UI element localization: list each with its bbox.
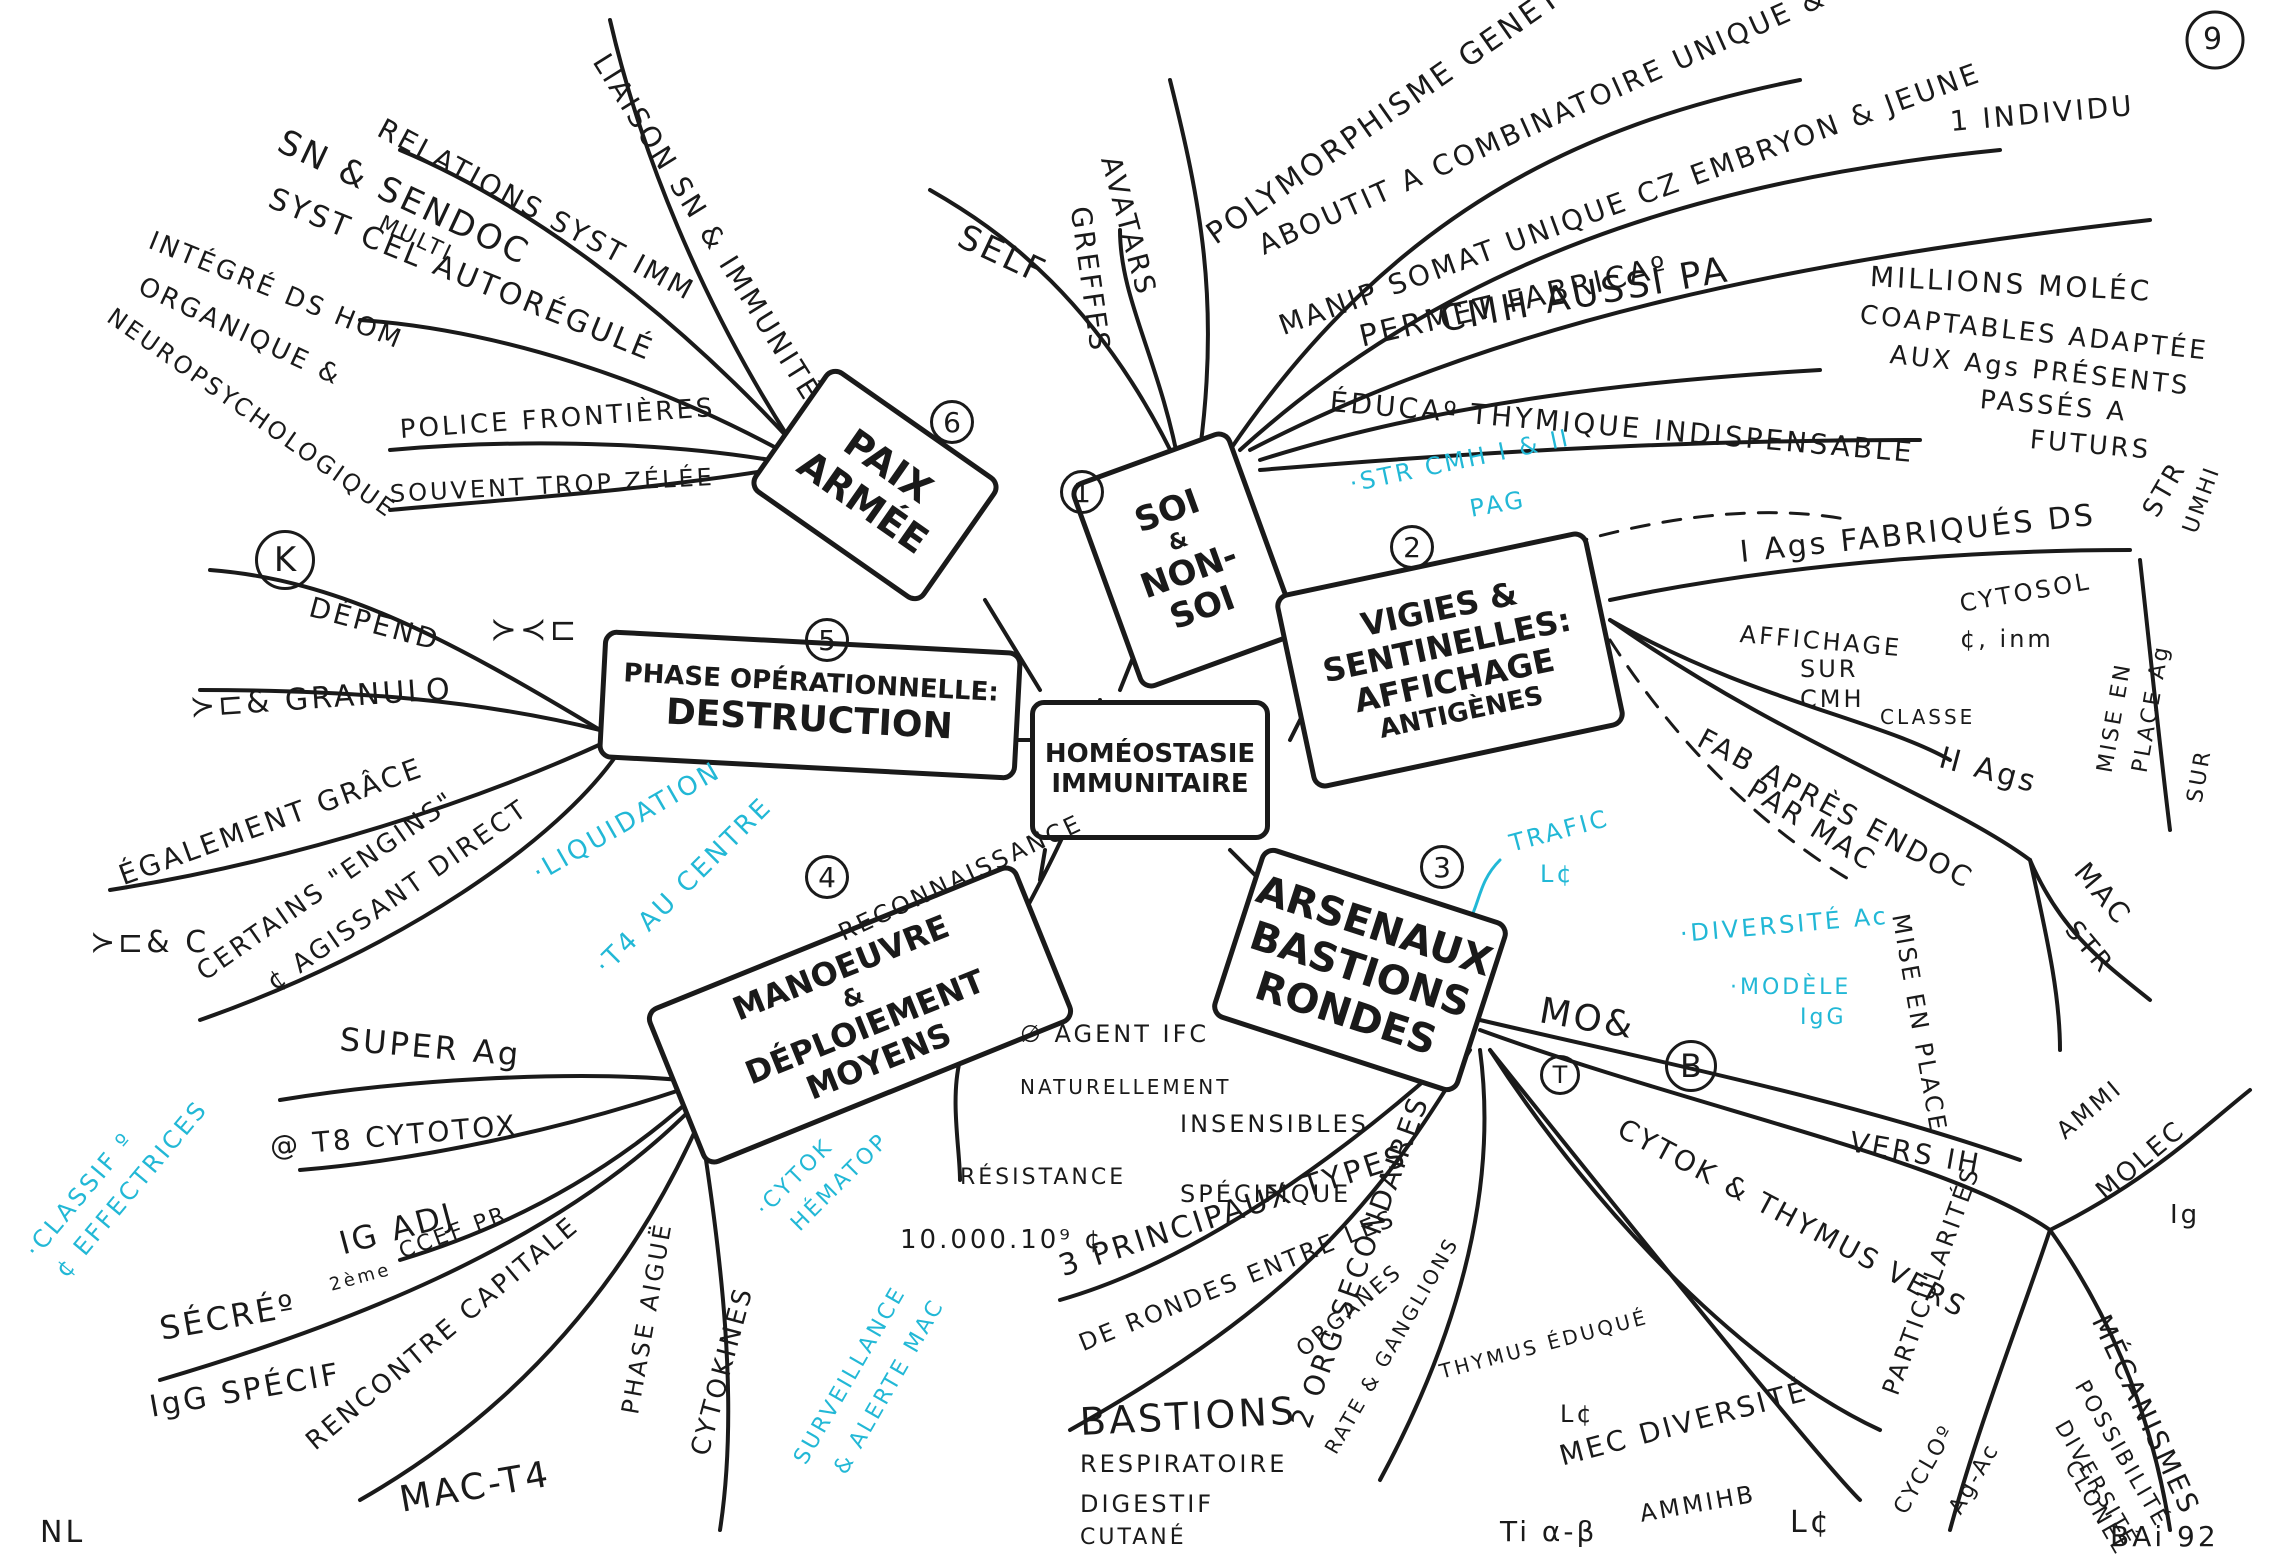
b4-agent2 xyxy=(953,1058,962,1182)
b6-liaison xyxy=(608,18,792,442)
label-specifique: SPÉCIFIQUE xyxy=(1180,1180,1352,1208)
b4-rencontre xyxy=(358,1118,702,1502)
b1-cmh xyxy=(1258,368,1822,462)
label-dix-mille: 10.000.10⁹ ¢ xyxy=(900,1225,1104,1255)
page-number-circle xyxy=(2185,10,2245,70)
b3-lc xyxy=(1488,1048,1862,1502)
label-lc-bot: L¢ xyxy=(1790,1505,1832,1540)
b5-egal xyxy=(108,738,612,892)
branch-3-number: 3 xyxy=(1420,845,1464,889)
label-ti-ab: Ti α-β xyxy=(1500,1515,1598,1548)
b3-bastions xyxy=(1068,1048,1472,1432)
label-cutane: CUTANÉ xyxy=(1080,1525,1187,1550)
b2-mac xyxy=(2028,858,2152,1002)
label-naturellement: NATURELLEMENT xyxy=(1020,1075,1232,1099)
b2-str xyxy=(2028,858,2062,1052)
spoke-4 xyxy=(1038,848,1047,882)
b4-ig xyxy=(398,1098,692,1262)
b4-tg xyxy=(298,1088,682,1172)
spoke-2 xyxy=(1288,718,1302,742)
b1-greffes xyxy=(1118,228,1182,472)
b1-self xyxy=(928,188,1182,472)
b1-educa xyxy=(1258,438,1922,472)
b3-right2 xyxy=(2048,1228,2172,1532)
b5-certains xyxy=(198,748,622,1022)
b3-mo xyxy=(1478,1018,2022,1162)
label-digestif: DIGESTIF xyxy=(1080,1490,1215,1518)
b4-phase xyxy=(698,1118,731,1532)
center-node: HOMÉOSTASIE IMMUNITAIRE xyxy=(1030,700,1270,840)
label-cmh-classe: CMH xyxy=(1800,685,1865,713)
branch-5-number: 5 xyxy=(805,618,849,662)
branch-6-number: 6 xyxy=(930,400,974,444)
b1-manip xyxy=(1248,218,2152,452)
label-ig: Ig xyxy=(2170,1200,2201,1230)
label-resistance: RÉSISTANCE xyxy=(960,1165,1127,1190)
label-cinm: ¢, inm xyxy=(1960,625,2054,653)
label-insensibles: INSENSIBLES xyxy=(1180,1110,1369,1138)
b4-super xyxy=(278,1074,682,1102)
label-agent: ∅ AGENT IFC xyxy=(1020,1020,1210,1048)
branch-1-line2: NON-SOI xyxy=(1135,535,1243,639)
label-igg: IgG xyxy=(1800,1005,1847,1030)
label-respiratoire: RESPIRATOIRE xyxy=(1080,1450,1288,1478)
label-sur: SUR xyxy=(1800,655,1859,683)
spoke-6 xyxy=(983,598,1042,692)
label-bai: BAi 92 xyxy=(2110,1520,2219,1553)
branch-4-number: 4 xyxy=(805,855,849,899)
b2-fab xyxy=(1608,618,2032,862)
b3-org xyxy=(1378,1048,1487,1482)
b2-aff xyxy=(1608,618,1952,762)
label-ttc: ≻⊏& C xyxy=(90,925,210,960)
b3-right3 xyxy=(2048,1088,2252,1232)
b6-syst xyxy=(358,318,782,452)
label-page-number: 9 xyxy=(2203,22,2223,57)
label-k: K xyxy=(255,530,315,590)
b2-dash2 xyxy=(1608,638,1852,882)
b6-police xyxy=(388,441,772,462)
b6-relations xyxy=(398,148,792,442)
label-lc: L¢ xyxy=(1540,860,1575,888)
b1-avatars xyxy=(1168,78,1211,452)
label-lc-mid: L¢ xyxy=(1560,1400,1595,1428)
label-t: T xyxy=(1540,1055,1580,1095)
b3-trafic-line xyxy=(1468,858,1502,922)
label-classe: CLASSE xyxy=(1880,705,1976,729)
label-depend-sym: ≻≺⊏ xyxy=(490,610,580,648)
b5-granulo xyxy=(198,688,602,732)
b1-aboutit xyxy=(1238,148,2002,452)
label-b: B xyxy=(1665,1040,1717,1092)
b2-ags xyxy=(1608,548,2132,602)
b1-poly xyxy=(1228,78,1802,452)
b3-right1 xyxy=(1948,1228,2052,1532)
b2-r xyxy=(2138,558,2172,832)
b6-souvent xyxy=(388,468,772,512)
branch-1-number: 1 xyxy=(1060,470,1104,514)
center-line1: HOMÉOSTASIE xyxy=(1044,739,1256,770)
branch-2-number: 2 xyxy=(1390,525,1434,569)
label-nl: NL xyxy=(40,1515,86,1550)
center-line2: IMMUNITAIRE xyxy=(1051,769,1249,799)
b4-secre xyxy=(158,1108,692,1382)
b3-types xyxy=(1058,1038,1472,1302)
label-modele: ·MODÈLE xyxy=(1730,975,1852,1000)
